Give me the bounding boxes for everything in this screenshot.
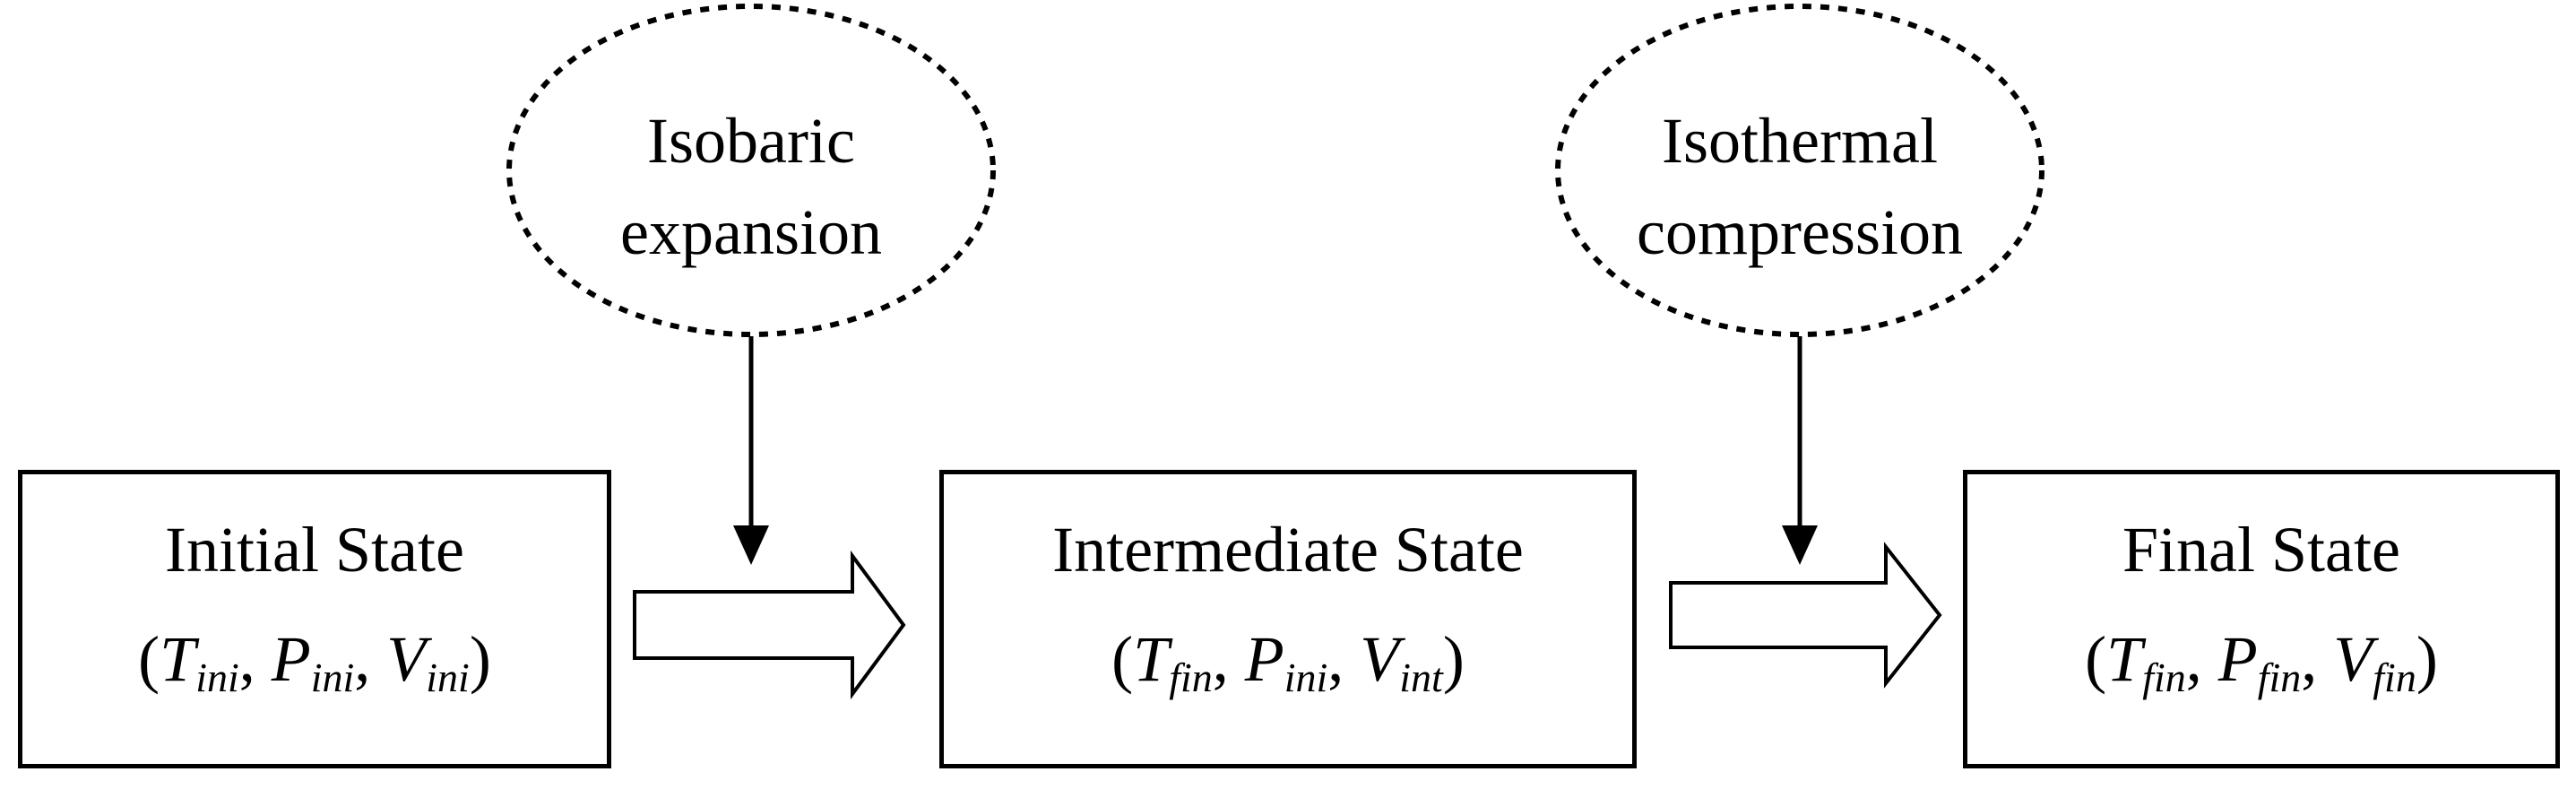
process-label-line2: compression [1637, 196, 1963, 269]
state-variables: (Tfin, Pini, Vint) [944, 627, 1632, 698]
state-var-symbol: P [271, 623, 311, 695]
state-var-subscript: int [1399, 655, 1443, 700]
transition-arrow-1 [633, 550, 906, 700]
transition-arrow-2 [1669, 542, 1942, 689]
state-var-subscript: fin [2257, 655, 2302, 700]
state-var-subscript: fin [1169, 655, 1213, 700]
state-var-symbol: P [2217, 623, 2258, 695]
process-label-line1: Isothermal [1662, 105, 1938, 177]
process-pointer-arrow-1 [733, 336, 769, 565]
state-var-subscript: ini [426, 655, 470, 700]
process-ellipse-isobaric [506, 4, 996, 337]
state-var-subscript: ini [1284, 655, 1328, 700]
state-box-initial: Initial State (Tini, Pini, Vini) [18, 470, 611, 768]
separator: , [1327, 623, 1361, 695]
state-title: Initial State [165, 514, 464, 585]
close-paren: ) [1442, 623, 1465, 695]
state-title: Final State [2122, 514, 2400, 585]
separator: , [238, 623, 272, 695]
process-label-line2: expansion [620, 196, 882, 269]
process-label-isothermal: Isothermal compression [1589, 95, 2010, 278]
state-variables: (Tini, Pini, Vini) [22, 627, 607, 698]
open-paren: ( [2085, 623, 2107, 695]
process-pointer-arrow-2 [1782, 336, 1818, 565]
state-variables: (Tfin, Pfin, Vfin) [1967, 627, 2555, 698]
process-ellipse-isothermal [1555, 4, 2044, 337]
open-paren: ( [1111, 623, 1134, 695]
process-label-isobaric: Isobaric expansion [572, 95, 930, 278]
separator: , [2301, 623, 2334, 695]
open-paren: ( [138, 623, 160, 695]
state-box-intermediate: Intermediate State (Tfin, Pini, Vint) [939, 470, 1637, 768]
separator: , [2185, 623, 2218, 695]
state-var-subscript: fin [2142, 655, 2186, 700]
separator: , [354, 623, 387, 695]
state-var-symbol: V [386, 623, 427, 695]
state-box-final: Final State (Tfin, Pfin, Vfin) [1963, 470, 2560, 768]
close-paren: ) [469, 623, 491, 695]
separator: , [1212, 623, 1245, 695]
state-var-symbol: T [160, 623, 196, 695]
state-var-symbol: V [1360, 623, 1400, 695]
state-var-subscript: ini [310, 655, 355, 700]
close-paren: ) [2416, 623, 2438, 695]
state-var-symbol: T [2106, 623, 2143, 695]
state-var-subscript: ini [195, 655, 239, 700]
state-var-symbol: T [1133, 623, 1170, 695]
state-var-symbol: P [1244, 623, 1284, 695]
state-var-subscript: fin [2373, 655, 2416, 700]
state-title: Intermediate State [1052, 514, 1524, 585]
process-label-line1: Isobaric [647, 105, 855, 177]
state-var-symbol: V [2333, 623, 2373, 695]
